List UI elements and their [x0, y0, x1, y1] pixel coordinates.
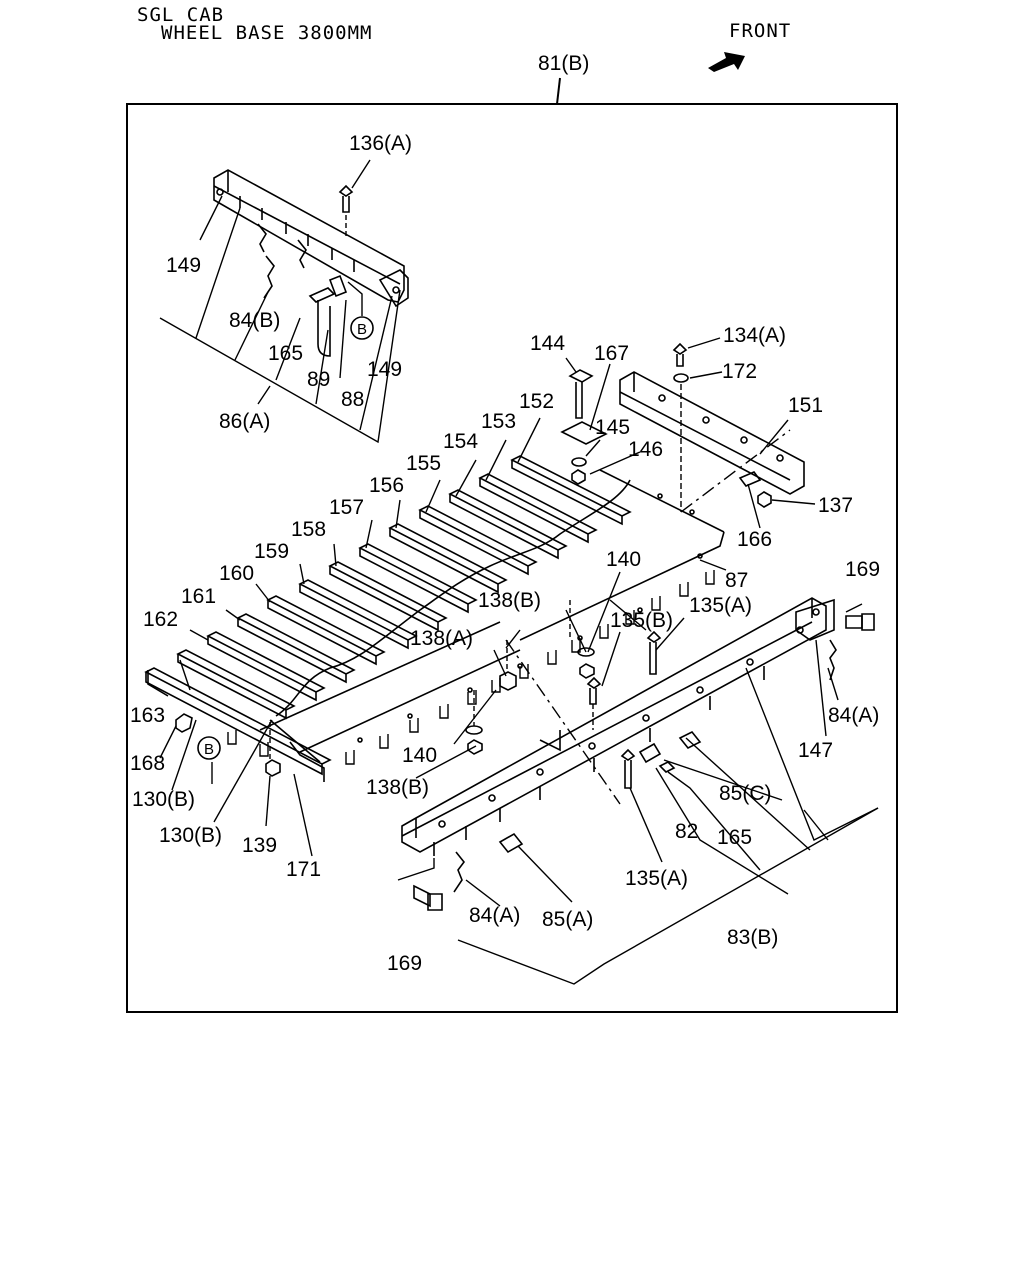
ref-circle-b-bottom-text: B: [204, 741, 214, 758]
bolt-134a-icon: [672, 342, 689, 383]
front-rail-assembly: [213, 169, 409, 357]
label-171: 171: [286, 858, 321, 881]
clip-84a-icons: [453, 639, 837, 893]
fasteners-center: [175, 630, 702, 854]
label-149-left: 149: [166, 254, 201, 277]
label-162: 162: [143, 608, 178, 631]
frame-label: 81(B): [538, 52, 589, 75]
floor-support-tabs: [227, 570, 715, 765]
label-89: 89: [307, 368, 330, 391]
ref-circle-b-bottom: [197, 736, 221, 760]
label-165-bottom: 165: [717, 826, 752, 849]
label-169-left: 169: [387, 952, 422, 975]
label-168: 168: [130, 752, 165, 775]
floor-panel-87: [147, 469, 725, 782]
header-cab-type: SGL CAB: [137, 4, 225, 26]
label-147: 147: [798, 739, 833, 762]
label-84b: 84(B): [229, 309, 280, 332]
rear-cross-rail: [619, 371, 805, 495]
label-145: 145: [595, 416, 630, 439]
bolt-136a-icon: [338, 184, 354, 213]
label-144: 144: [530, 332, 565, 355]
label-138b-top: 138(B): [478, 589, 541, 612]
label-137: 137: [818, 494, 853, 517]
label-158: 158: [291, 518, 326, 541]
ref-circle-b-top-text: B: [357, 321, 367, 338]
label-160: 160: [219, 562, 254, 585]
label-85a: 85(A): [542, 908, 593, 931]
label-149-right: 149: [367, 358, 402, 381]
label-84a-right: 84(A): [828, 704, 879, 727]
label-152: 152: [519, 390, 554, 413]
label-146: 146: [628, 438, 663, 461]
diagram-border: [126, 103, 898, 1013]
label-169-right: 169: [845, 558, 880, 581]
label-155: 155: [406, 452, 441, 475]
ref-circle-b-top: [350, 316, 374, 340]
label-154: 154: [443, 430, 478, 453]
label-161: 161: [181, 585, 216, 608]
hook-assembly-144-icon: [560, 369, 608, 485]
label-130b-2: 130(B): [159, 824, 222, 847]
label-85c: 85(C): [719, 782, 772, 805]
label-163: 163: [130, 704, 165, 727]
label-156: 156: [369, 474, 404, 497]
label-88: 88: [341, 388, 364, 411]
label-138a: 138(A): [410, 627, 473, 650]
label-140-bottom: 140: [402, 744, 437, 767]
label-136a: 136(A): [349, 132, 412, 155]
front-label: FRONT: [729, 20, 792, 42]
label-167: 167: [594, 342, 629, 365]
label-87: 87: [725, 569, 748, 592]
label-135a-top: 135(A): [689, 594, 752, 617]
label-172: 172: [722, 360, 757, 383]
label-139: 139: [242, 834, 277, 857]
label-135a-bottom: 135(A): [625, 867, 688, 890]
label-84a-bottom: 84(A): [469, 904, 520, 927]
label-82: 82: [675, 820, 698, 843]
label-135b: 135(B): [610, 609, 673, 632]
bolt-169-right-icon: [845, 613, 875, 631]
label-130b-1: 130(B): [132, 788, 195, 811]
label-157: 157: [329, 496, 364, 519]
label-134a: 134(A): [723, 324, 786, 347]
header-wheel-base: WHEEL BASE 3800MM: [161, 22, 373, 44]
cross-members: [144, 455, 632, 776]
label-166: 166: [737, 528, 772, 551]
label-140-top: 140: [606, 548, 641, 571]
label-83b: 83(B): [727, 926, 778, 949]
label-86a: 86(A): [219, 410, 270, 433]
label-153: 153: [481, 410, 516, 433]
long-side-rail: [401, 597, 835, 856]
bolt-169-left-icon: [413, 884, 443, 911]
label-151: 151: [788, 394, 823, 417]
front-arrow-icon: [708, 52, 745, 72]
nut-137-icon: [757, 491, 772, 508]
label-165-top: 165: [268, 342, 303, 365]
label-159: 159: [254, 540, 289, 563]
label-138b-bottom: 138(B): [366, 776, 429, 799]
